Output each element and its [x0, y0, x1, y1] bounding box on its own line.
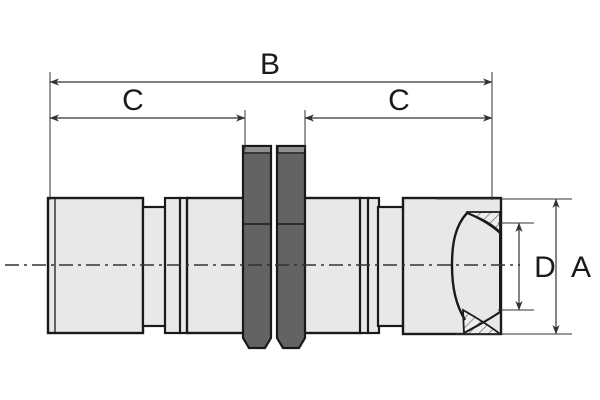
dimension-A: A	[436, 198, 591, 335]
barrel-curved-profile	[450, 212, 468, 321]
nut-left-outline	[241, 144, 273, 350]
dimension-C-right: C	[304, 84, 493, 122]
dimension-D-label: D	[534, 251, 556, 284]
dimension-B: B	[49, 48, 493, 86]
nut-right-cap	[279, 147, 304, 154]
part-barrel-roller-end	[450, 211, 503, 335]
dimension-C-right-label: C	[388, 84, 410, 117]
dimension-C-left: C	[49, 84, 246, 122]
part-nut-left	[241, 144, 273, 350]
part-nut-right	[275, 144, 307, 350]
part-right-neck	[376, 205, 406, 328]
dimension-C-left-label: C	[122, 84, 144, 117]
dimension-D: D	[498, 222, 556, 311]
nut-left-cap	[245, 147, 270, 154]
dimension-B-label: B	[260, 48, 280, 81]
part-left-neck	[141, 205, 168, 328]
nut-right-outline	[275, 144, 307, 350]
dimension-A-label: A	[571, 251, 591, 284]
dimension-group: B C C D A	[49, 48, 591, 335]
